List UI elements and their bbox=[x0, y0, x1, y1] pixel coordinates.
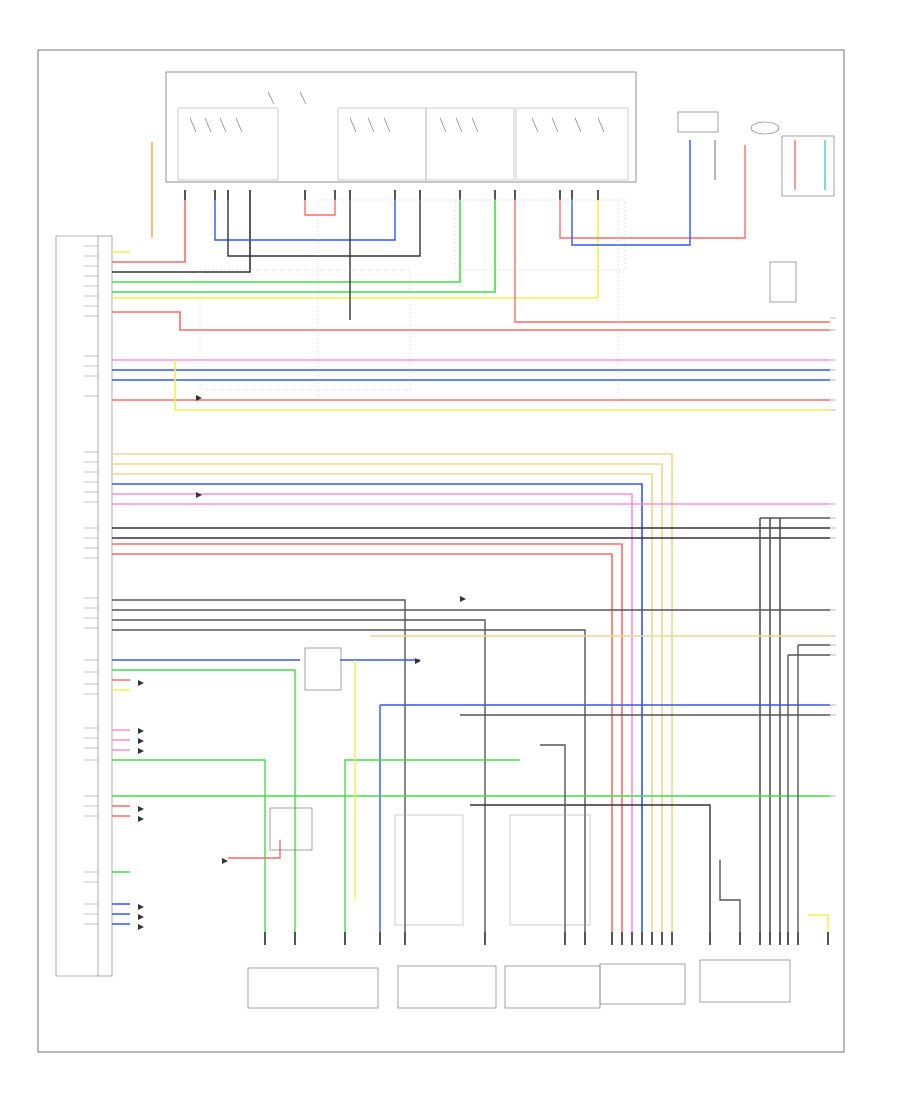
bottom-connector-pins bbox=[264, 932, 829, 945]
right-terminals bbox=[830, 317, 836, 797]
switch-right bbox=[769, 261, 797, 303]
module-lower-1 bbox=[394, 814, 464, 926]
relay-switches bbox=[189, 91, 605, 133]
component-bottom-1 bbox=[247, 967, 379, 1009]
relay-group-4 bbox=[515, 107, 629, 181]
wires-lower bbox=[112, 599, 830, 940]
relay-group-1 bbox=[177, 107, 279, 181]
relay-middle bbox=[304, 647, 342, 691]
ecm-pin-ticks bbox=[84, 245, 98, 925]
lamp-symbol bbox=[750, 121, 780, 135]
wires-relay-feed bbox=[214, 140, 830, 323]
diagram-border bbox=[37, 49, 845, 1053]
component-bottom-2 bbox=[397, 965, 497, 1009]
component-bottom-4 bbox=[599, 963, 686, 1005]
connector-top-right bbox=[781, 135, 835, 197]
ecm-outline bbox=[55, 235, 98, 977]
wires-middle bbox=[112, 453, 830, 940]
junction-block bbox=[165, 71, 637, 183]
relay-lower bbox=[269, 807, 313, 851]
component-bottom-5 bbox=[699, 959, 791, 1003]
relay-group-3 bbox=[425, 107, 515, 181]
wires-upper bbox=[112, 142, 830, 411]
component-bottom-3 bbox=[504, 965, 601, 1009]
top-connector-pins bbox=[184, 190, 599, 200]
sensor-top-right bbox=[677, 111, 719, 133]
ecm-connector bbox=[97, 235, 113, 977]
module-lower-2 bbox=[509, 814, 591, 926]
internal-outlines bbox=[199, 199, 626, 401]
reference-arrows bbox=[138, 395, 466, 930]
relay-group-2 bbox=[337, 107, 427, 181]
